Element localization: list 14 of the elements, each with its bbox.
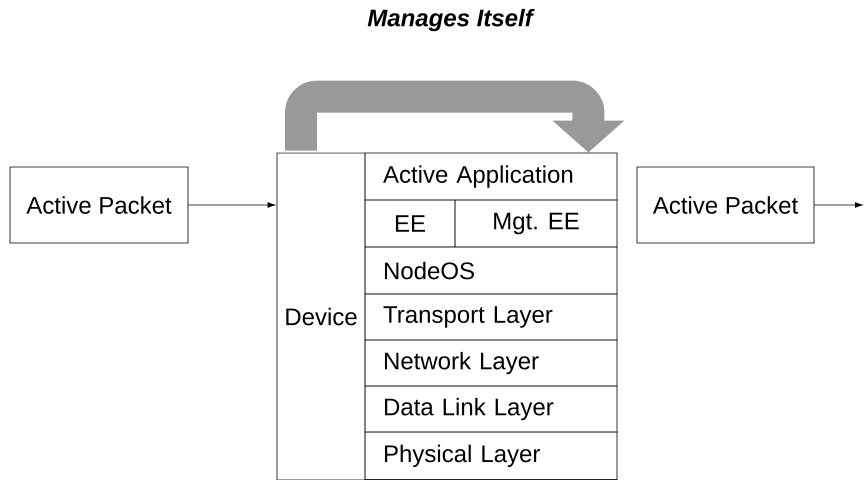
- layer-cell: Mgt. EE: [454, 200, 618, 248]
- layer-cell: NodeOS: [364, 246, 618, 294]
- layer-cell: Transport Layer: [364, 294, 618, 340]
- device-cell: Device: [276, 152, 366, 480]
- packet-box: Active Packet: [636, 166, 814, 244]
- layer-cell: EE: [364, 200, 456, 248]
- layer-cell: Active Application: [364, 152, 618, 200]
- arrow: [814, 202, 863, 208]
- layer-cell: Network Layer: [364, 340, 618, 386]
- edge-label: Manages Itself: [368, 8, 535, 32]
- arrow: [188, 202, 276, 208]
- layer-cell: Data Link Layer: [364, 386, 618, 432]
- packet-box: Active Packet: [10, 166, 188, 244]
- layer-cell: Physical Layer: [364, 432, 618, 480]
